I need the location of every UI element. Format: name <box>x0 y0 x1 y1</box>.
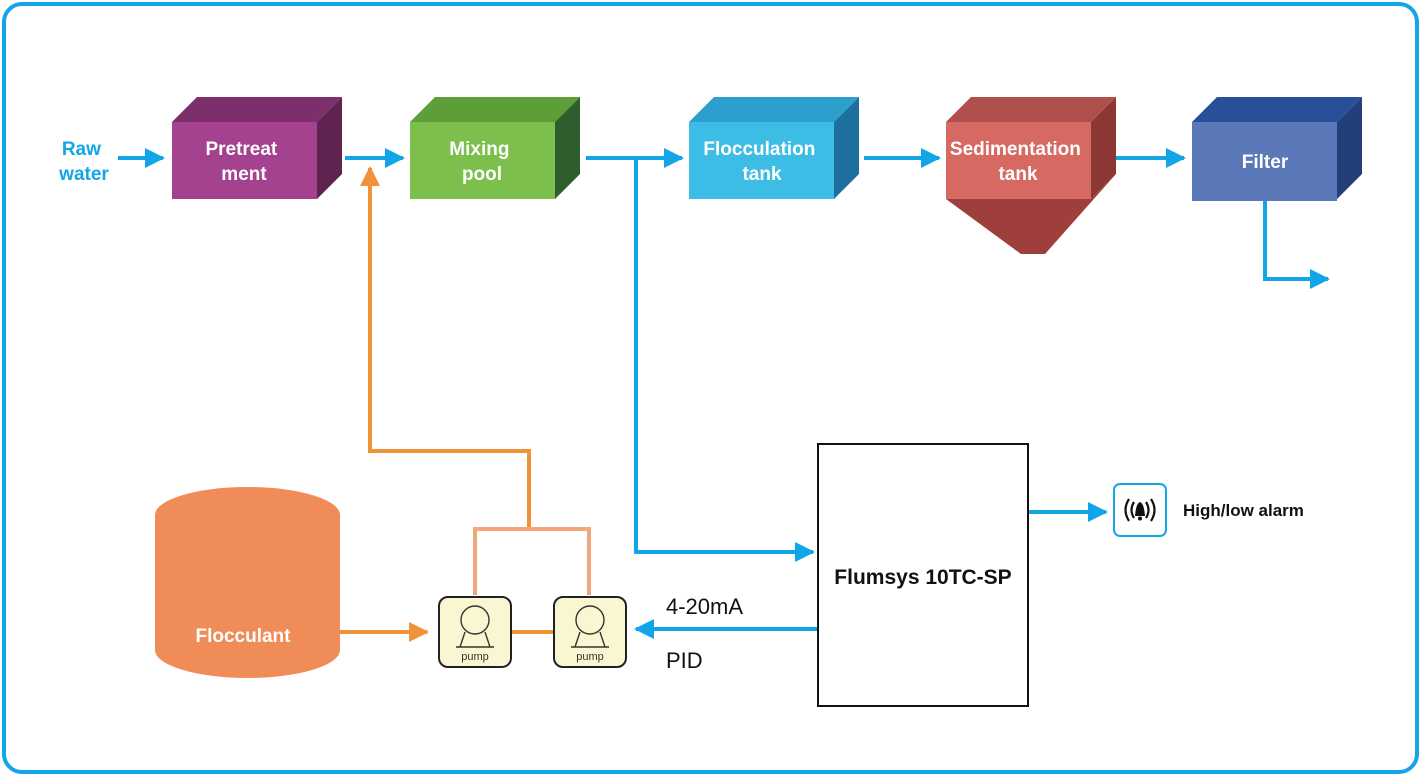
pump-rotor-icon <box>460 605 490 635</box>
alarm-bell-icon <box>1124 498 1156 522</box>
alarm-label: High/low alarm <box>1183 501 1304 520</box>
flocculant-label: Flocculant <box>195 626 291 647</box>
pump-1: pump <box>438 596 512 668</box>
flocculation-tank-box: Flocculation tank <box>689 97 859 199</box>
dosing-lines <box>340 166 554 642</box>
alarm-indicator: High/low alarm <box>1113 483 1304 537</box>
filter-label: Filter <box>1242 152 1289 173</box>
main-flow-arrows <box>118 148 1330 639</box>
flocculation-tank-label: Flocculation tank <box>703 139 820 185</box>
filter-box: Filter <box>1192 97 1362 201</box>
pump-1-label: pump <box>461 651 489 663</box>
flocculant-tank: Flocculant <box>155 487 340 678</box>
sample-line-to-controller <box>634 158 815 562</box>
controller-box: Flumsys 10TC-SP <box>817 443 1029 707</box>
pump-2: pump <box>553 596 627 668</box>
pump-2-label: pump <box>576 651 604 663</box>
sedimentation-tank-label: Sedimentation tank <box>950 139 1086 185</box>
pump-manifold <box>473 527 591 595</box>
controller-label: Flumsys 10TC-SP <box>834 566 1011 589</box>
raw-water-label: Raw water <box>58 139 109 185</box>
pretreatment-label: Pretreat ment <box>205 139 282 185</box>
signal-current-label: 4-20mA <box>666 594 743 619</box>
pump-rotor-icon <box>575 605 605 635</box>
sedimentation-tank-box: Sedimentation tank <box>946 97 1116 254</box>
mixing-pool-box: Mixing pool <box>410 97 580 199</box>
signal-mode-label: PID <box>666 648 703 673</box>
pretreatment-box: Pretreat ment <box>172 97 342 199</box>
dosing-line-to-pretreatment <box>360 166 531 527</box>
mixing-pool-label: Mixing pool <box>449 139 514 185</box>
flow-arrow-filter-outlet <box>1263 201 1330 289</box>
